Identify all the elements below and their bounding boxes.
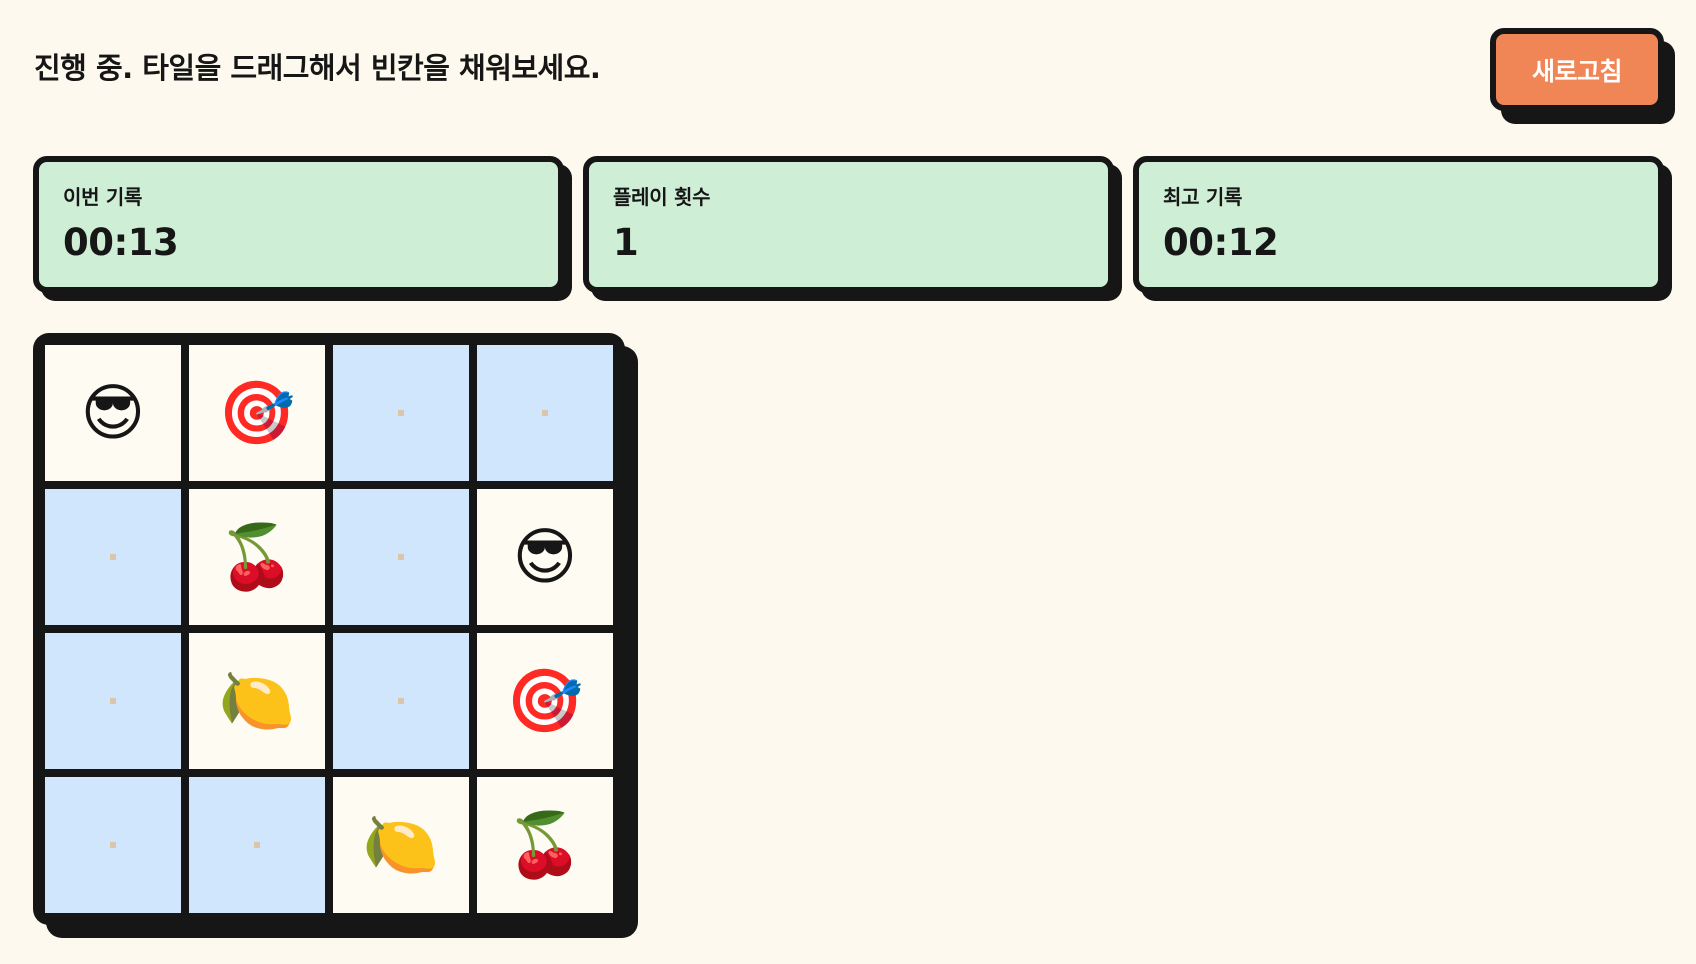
stat-label: 이번 기록 <box>63 185 143 209</box>
stat-card-play-count: 플레이 횟수 1 <box>583 156 1122 301</box>
stat-card-current-time: 이번 기록 00:13 <box>33 156 572 301</box>
tile-cell[interactable]: 🍋 <box>333 777 469 913</box>
stat-card: 최고 기록 00:12 <box>1133 156 1664 293</box>
stat-value: 00:12 <box>1163 221 1279 264</box>
cherries-icon: 🍒 <box>218 520 296 593</box>
empty-slot-dot-icon <box>110 554 116 560</box>
sunglasses-face-icon: 😎 <box>512 520 578 593</box>
stat-value: 00:13 <box>63 221 179 264</box>
stat-card: 이번 기록 00:13 <box>33 156 564 293</box>
empty-cell[interactable] <box>189 777 325 913</box>
refresh-button-wrap: 새로고침 <box>1490 28 1675 124</box>
puzzle-board-wrap: 😎 🎯 🍒 😎 🍋 🎯 🍋 🍒 <box>33 333 638 938</box>
sunglasses-face-icon: 😎 <box>80 376 146 449</box>
tile-cell[interactable]: 😎 <box>45 345 181 481</box>
cherries-icon: 🍒 <box>506 808 584 881</box>
empty-cell[interactable] <box>45 633 181 769</box>
stat-label: 플레이 횟수 <box>613 185 711 209</box>
lemon-icon: 🍋 <box>218 664 296 737</box>
stat-card-best-time: 최고 기록 00:12 <box>1133 156 1672 301</box>
stat-card: 플레이 횟수 1 <box>583 156 1114 293</box>
stat-value: 1 <box>613 221 639 264</box>
dart-target-icon: 🎯 <box>506 664 584 737</box>
empty-cell[interactable] <box>477 345 613 481</box>
tile-cell[interactable]: 🍒 <box>189 489 325 625</box>
empty-cell[interactable] <box>45 489 181 625</box>
empty-cell[interactable] <box>45 777 181 913</box>
empty-cell[interactable] <box>333 489 469 625</box>
empty-slot-dot-icon <box>398 410 404 416</box>
empty-slot-dot-icon <box>398 554 404 560</box>
empty-slot-dot-icon <box>110 842 116 848</box>
game-status-text: 진행 중. 타일을 드래그해서 빈칸을 채워보세요. <box>34 51 601 85</box>
refresh-button[interactable]: 새로고침 <box>1490 28 1664 111</box>
tile-cell[interactable]: 🍋 <box>189 633 325 769</box>
empty-slot-dot-icon <box>254 842 260 848</box>
empty-cell[interactable] <box>333 633 469 769</box>
stat-label: 최고 기록 <box>1163 185 1243 209</box>
puzzle-board: 😎 🎯 🍒 😎 🍋 🎯 🍋 🍒 <box>33 333 625 925</box>
tile-cell[interactable]: 🍒 <box>477 777 613 913</box>
empty-slot-dot-icon <box>398 698 404 704</box>
dart-target-icon: 🎯 <box>218 376 296 449</box>
empty-slot-dot-icon <box>542 410 548 416</box>
lemon-icon: 🍋 <box>362 808 440 881</box>
empty-slot-dot-icon <box>110 698 116 704</box>
tile-cell[interactable]: 🎯 <box>189 345 325 481</box>
tile-cell[interactable]: 🎯 <box>477 633 613 769</box>
empty-cell[interactable] <box>333 345 469 481</box>
tile-cell[interactable]: 😎 <box>477 489 613 625</box>
